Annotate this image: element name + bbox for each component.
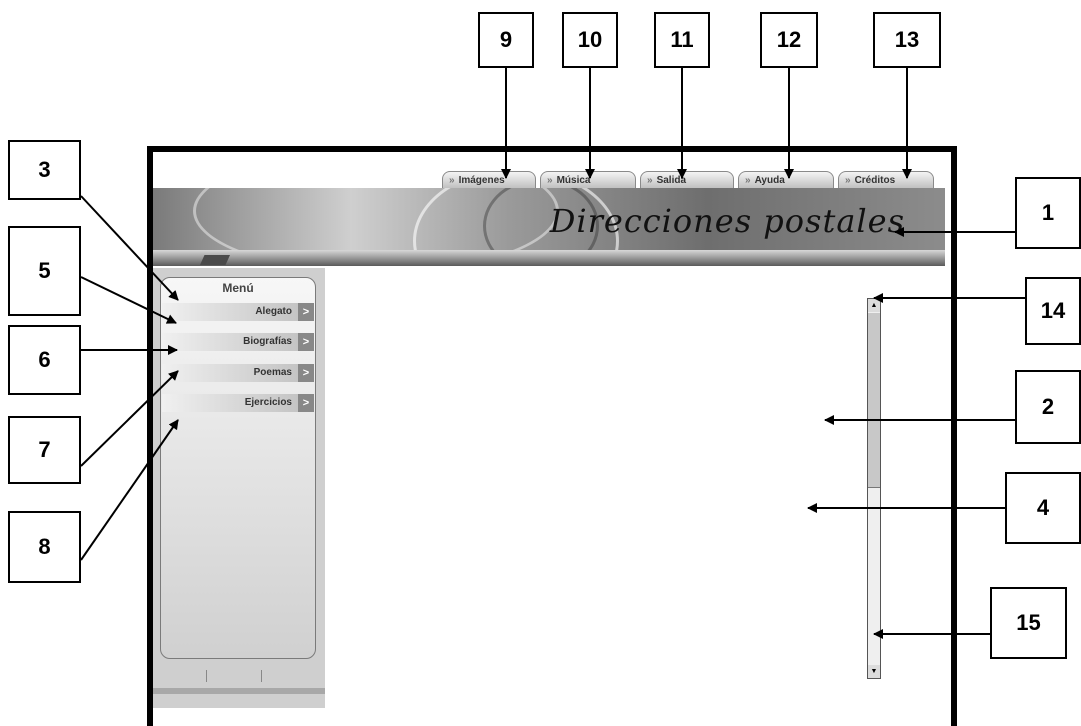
arrow-3 [80,195,179,301]
chevron-right-icon: > [298,394,314,412]
tab-label: Créditos [854,175,896,186]
banner-swirl-decoration [483,188,599,250]
banner-title: Direcciones postales [549,202,905,240]
arrow-7 [80,370,179,467]
menu-item-ejercicios[interactable]: Ejercicios > [162,394,314,412]
menu-item-label: Poemas [253,367,292,378]
menu-item-poemas[interactable]: Poemas > [162,364,314,382]
callout-11: 11 [654,12,710,68]
menu-title: Menú [222,281,254,295]
double-chevron-icon: » [845,175,851,186]
content-area [326,268,945,708]
menu-item-biografias[interactable]: Biografías > [162,333,314,351]
footer-divider [206,670,207,682]
scrollbar-thumb[interactable] [868,313,880,488]
dropdown-tab-icon[interactable] [200,255,230,265]
tab-label: Imágenes [458,175,505,186]
callout-arrows [80,68,1025,639]
menu-item-label: Ejercicios [244,397,292,408]
tab-salida[interactable]: »Salida [640,171,734,189]
chevron-right-icon: > [298,303,314,321]
menu-item-label: Biografías [243,336,292,347]
double-chevron-icon: » [547,175,553,186]
arrow-5 [80,276,177,324]
vertical-scrollbar[interactable]: ▲ ▼ [867,298,881,679]
arrow-8 [80,419,179,561]
callout-5: 5 [8,226,81,316]
tab-label: Ayuda [754,175,785,186]
double-chevron-icon: » [647,175,653,186]
callout-3: 3 [8,140,81,200]
callout-15: 15 [990,587,1067,659]
callout-12: 12 [760,12,818,68]
footer-divider [261,670,262,682]
double-chevron-icon: » [449,175,455,186]
tab-label: Salida [656,175,687,186]
callout-4: 4 [1005,472,1081,544]
header-banner: Direcciones postales [153,188,945,250]
chevron-right-icon: > [298,364,314,382]
callout-7: 7 [8,416,81,484]
callout-14: 14 [1025,277,1081,345]
chevron-right-icon: > [298,333,314,351]
menu-item-label: Alegato [255,306,292,317]
menu-item-alegato[interactable]: Alegato > [162,303,314,321]
callout-6: 6 [8,325,81,395]
callout-2: 2 [1015,370,1081,444]
scroll-down-button[interactable]: ▼ [868,665,880,678]
callout-8: 8 [8,511,81,583]
callout-1: 1 [1015,177,1081,249]
tab-label: Música [556,175,591,186]
double-chevron-icon: » [745,175,751,186]
callout-10: 10 [562,12,618,68]
header-strip [153,250,945,266]
sidebar-footer-strip [153,688,325,694]
callout-13: 13 [873,12,941,68]
tab-imagenes[interactable]: »Imágenes [442,171,536,189]
callout-9: 9 [478,12,534,68]
